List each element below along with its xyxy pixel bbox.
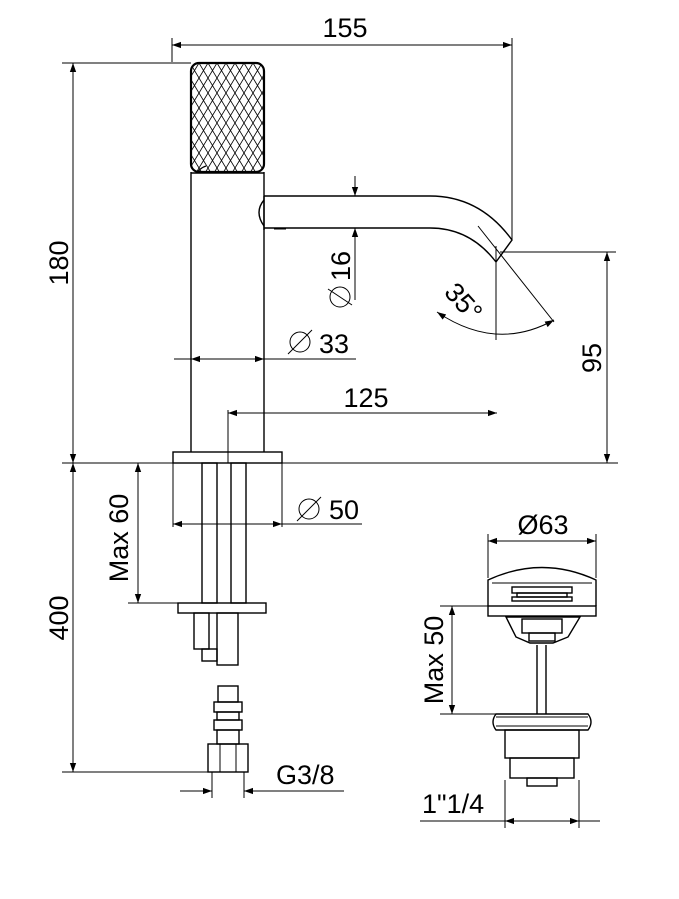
spout-angle-label: 35° xyxy=(439,277,489,327)
waste-diameter-label: Ø63 xyxy=(517,510,568,540)
dimension-overall-height: 180 xyxy=(44,62,191,463)
knurled-handle xyxy=(189,61,266,174)
faucet-spout xyxy=(258,195,513,264)
spout-reach-label: 125 xyxy=(343,383,388,413)
waste-max-thickness-label: Max 50 xyxy=(419,616,449,705)
knurl-pattern xyxy=(191,63,264,172)
spout-height-label: 95 xyxy=(577,343,607,373)
dimension-waste-diameter: Ø63 xyxy=(487,510,597,578)
dimension-waste-max-thickness: Max 50 xyxy=(419,605,496,715)
dimension-spout-diameter: 16 xyxy=(326,176,359,308)
overall-width-label: 155 xyxy=(322,13,367,43)
below-deck-fixing xyxy=(172,462,283,666)
dimension-base-diameter: 50 xyxy=(173,495,362,528)
waste-thread-label: 1"1/4 xyxy=(422,789,484,819)
base-diameter-label: 50 xyxy=(329,495,359,525)
hose-fitting xyxy=(207,685,249,798)
max-deck-thickness-label: Max 60 xyxy=(104,494,134,583)
body-diameter-label: 33 xyxy=(319,329,349,359)
dimension-overall-width: 155 xyxy=(171,13,513,240)
dimension-connection-thread: G3/8 xyxy=(180,760,344,795)
overall-height-label: 180 xyxy=(44,240,74,285)
dimension-hose-length: 400 xyxy=(44,463,208,773)
dimension-spout-height: 95 xyxy=(500,251,616,463)
dimension-waste-thread: 1"1/4 xyxy=(420,780,600,828)
dimension-spout-angle: 35° xyxy=(436,225,555,340)
hose-length-label: 400 xyxy=(44,595,74,640)
dimension-spout-reach: 125 xyxy=(227,383,497,463)
dimension-max-deck-thickness: Max 60 xyxy=(104,463,178,604)
waste-drain xyxy=(487,566,597,787)
dimension-body-diameter: 33 xyxy=(174,329,356,363)
spout-diameter-label: 16 xyxy=(326,251,356,281)
connection-thread-label: G3/8 xyxy=(276,760,335,790)
